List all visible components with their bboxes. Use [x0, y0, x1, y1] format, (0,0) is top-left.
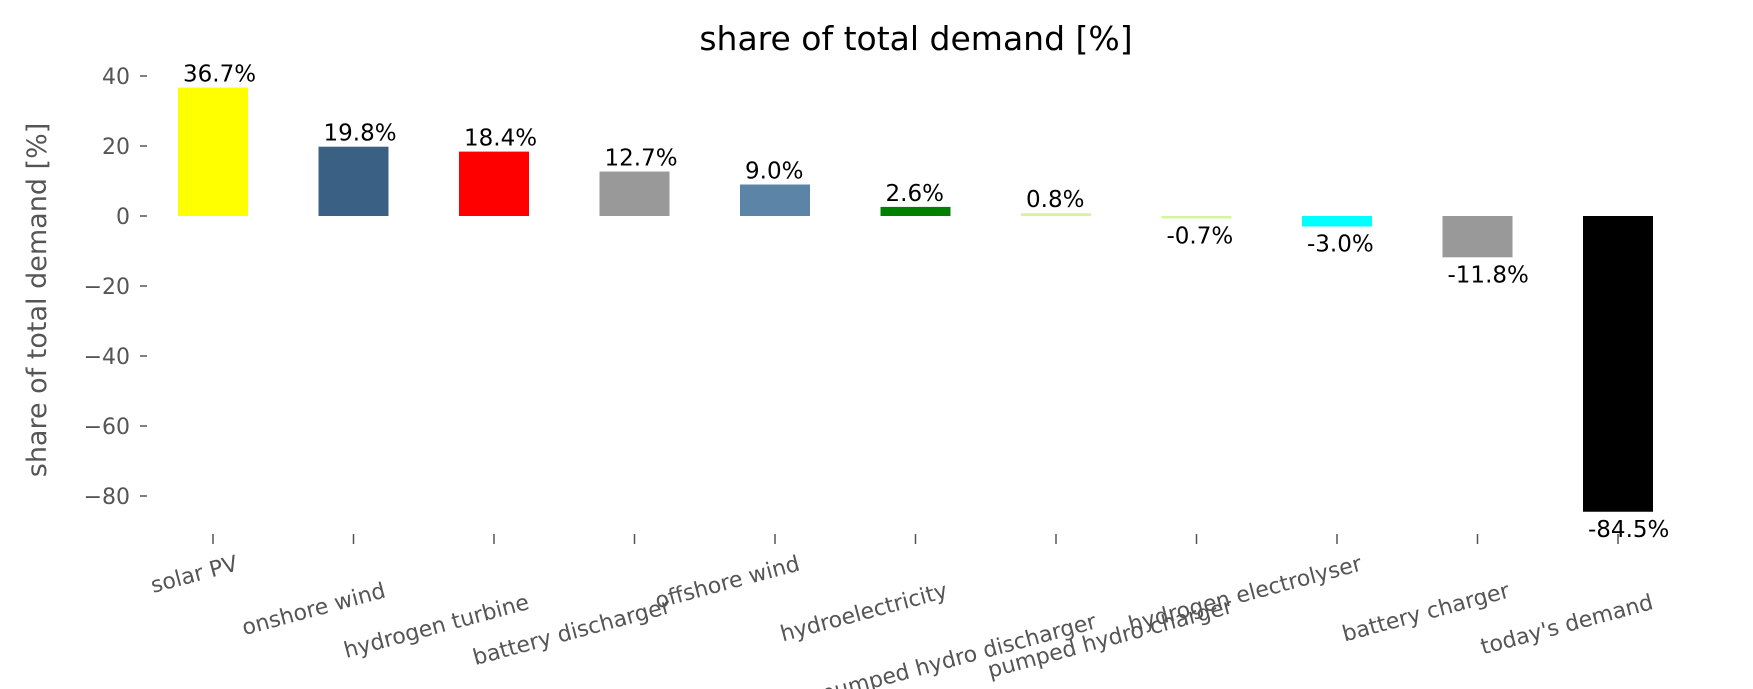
- y-tick-label: −80: [84, 485, 130, 510]
- chart-title: share of total demand [%]: [699, 19, 1132, 58]
- y-tick-label: −40: [84, 345, 130, 370]
- bar: [740, 184, 810, 216]
- bar: [1442, 216, 1513, 258]
- bar: [599, 171, 670, 216]
- data-label: -11.8%: [1448, 262, 1529, 288]
- bar: [1021, 213, 1091, 216]
- data-label: 18.4%: [464, 126, 537, 152]
- x-tick-label: onshore wind: [239, 579, 388, 641]
- bar: [1161, 216, 1232, 219]
- x-tick-label: hydrogen electrolyser: [1126, 551, 1366, 638]
- x-tick-label: solar PV: [148, 552, 240, 599]
- data-label: 12.7%: [605, 146, 678, 172]
- bar: [1583, 216, 1653, 512]
- x-tick-label: offshore wind: [653, 552, 803, 615]
- y-tick-label: −60: [84, 415, 130, 440]
- y-tick-label: 0: [116, 205, 130, 230]
- bar: [318, 146, 389, 216]
- y-axis-label: share of total demand [%]: [22, 123, 53, 478]
- y-axis: 40 20 0 −20 −40 −60 −80: [84, 65, 147, 510]
- data-label: 19.8%: [324, 121, 397, 147]
- bars: 36.7% 19.8% 18.4% 12.7% 9.0% 2.6% 0.8% -0.7% -3.…: [178, 62, 1669, 543]
- data-label: 2.6%: [886, 181, 944, 207]
- x-tick-label: hydroelectricity: [778, 579, 950, 648]
- data-label: -84.5%: [1588, 517, 1669, 543]
- bar: [178, 87, 248, 216]
- bar: [1302, 216, 1372, 227]
- data-label: 36.7%: [183, 62, 256, 88]
- bar: [459, 151, 529, 216]
- bar: [880, 206, 951, 216]
- data-label: 9.0%: [745, 159, 803, 185]
- y-tick-label: −20: [84, 275, 130, 300]
- data-label: 0.8%: [1026, 187, 1084, 213]
- y-tick-label: 20: [102, 135, 130, 160]
- data-label: -0.7%: [1167, 223, 1234, 249]
- data-label: -3.0%: [1307, 232, 1374, 258]
- y-tick-label: 40: [102, 65, 130, 90]
